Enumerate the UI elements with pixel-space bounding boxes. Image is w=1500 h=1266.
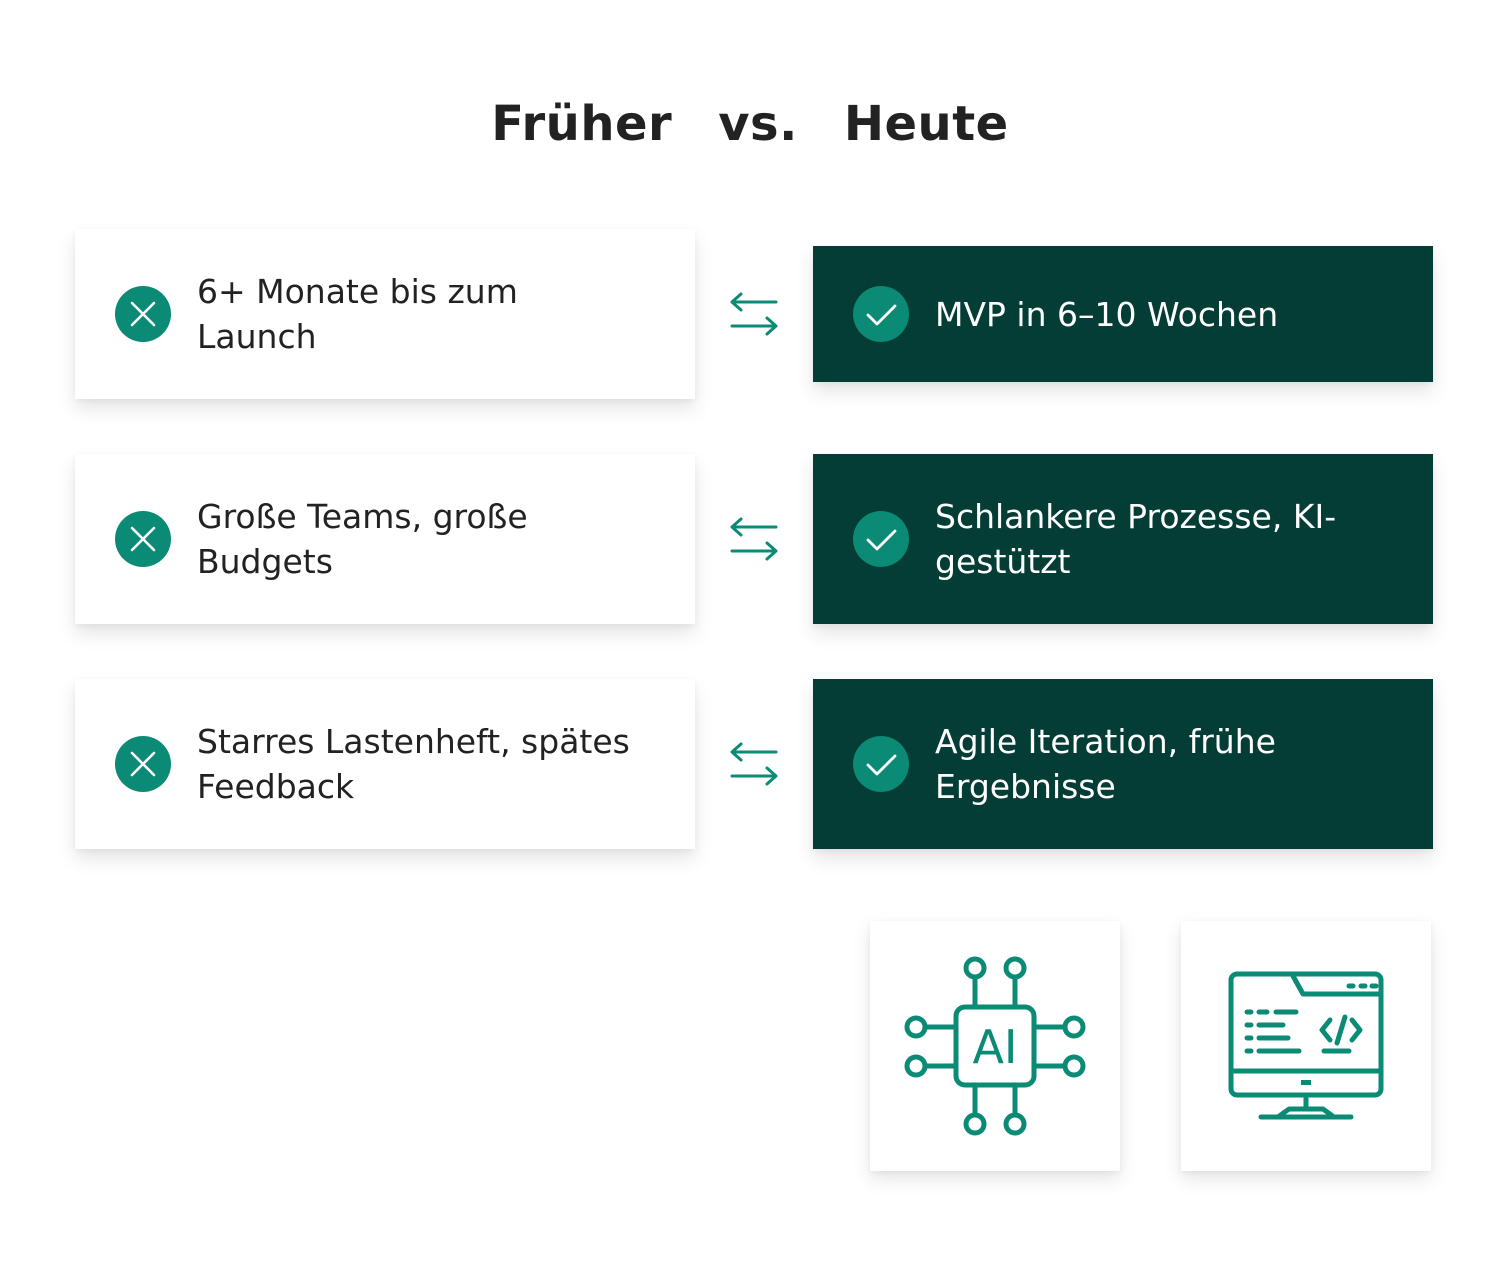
x-icon [115,736,171,792]
check-icon [853,286,909,342]
title-separator: vs. [718,96,798,152]
title-before: Früher [491,96,673,152]
ai-chip-text: AI [972,1020,1017,1074]
new-card-label: MVP in 6–10 Wochen [935,294,1279,334]
swap-arrows-icon [730,742,778,786]
new-card-2: Schlankere Prozesse, KI-gestützt [813,454,1433,624]
swap-arrows-icon [730,292,778,336]
new-card-label: Agile Iteration, frühe Ergebnisse [935,722,1276,806]
new-card-1: MVP in 6–10 Wochen [813,246,1433,382]
new-card-label: Schlankere Prozesse, KI-gestützt [935,497,1337,581]
new-card-3: Agile Iteration, frühe Ergebnisse [813,679,1433,849]
page-title: Früher vs. Heute [0,96,1500,152]
code-monitor-tile [1181,921,1431,1171]
old-card-label: Große Teams, große Budgets [197,497,528,581]
old-card-1: 6+ Monate bis zum Launch [75,229,695,399]
x-icon [115,511,171,567]
old-card-label: Starres Lastenheft, spätes Feedback [197,722,630,806]
x-icon [115,286,171,342]
check-icon [853,511,909,567]
ai-chip-tile: AI [870,921,1120,1171]
old-card-label: 6+ Monate bis zum Launch [197,272,518,356]
old-card-3: Starres Lastenheft, spätes Feedback [75,679,695,849]
check-icon [853,736,909,792]
ai-chip-icon: AI [904,956,1086,1136]
old-card-2: Große Teams, große Budgets [75,454,695,624]
swap-arrows-icon [730,517,778,561]
code-monitor-icon [1228,971,1384,1120]
title-after: Heute [843,96,1009,152]
